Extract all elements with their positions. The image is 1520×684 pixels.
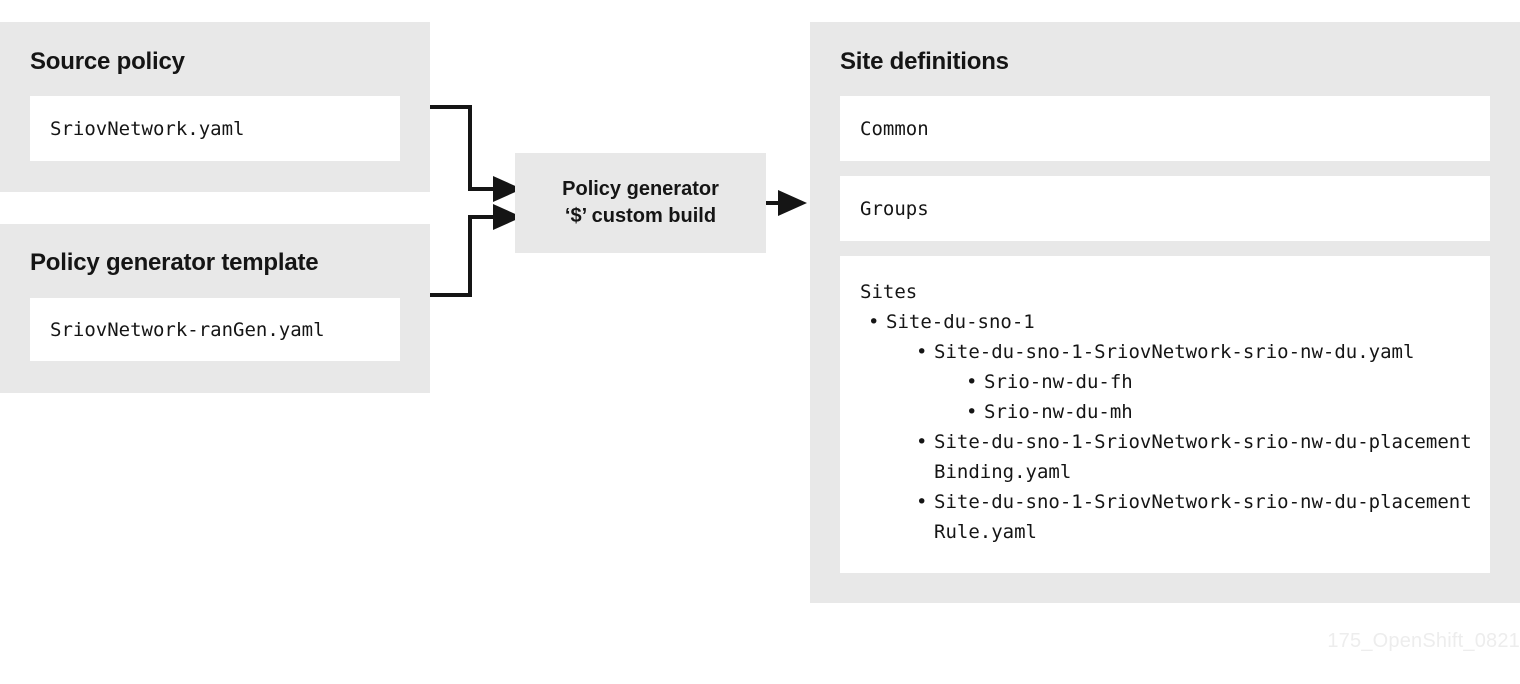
list-item: • Site-du-sno-1-SriovNetwork-srio-nw-du.… [916, 337, 1480, 427]
common-label: Common [860, 118, 929, 140]
list-item: • Srio-nw-du-mh [966, 397, 1480, 427]
list-item-label: Site-du-sno-1-SriovNetwork-srio-nw-du-pl… [934, 431, 1472, 483]
bullet-icon: • [916, 341, 928, 363]
source-policy-title: Source policy [30, 48, 185, 75]
sites-heading: Sites [860, 281, 918, 303]
connector-source-to-generator [430, 105, 495, 191]
watermark-label: 175_OpenShift_0821 [1327, 630, 1520, 652]
sites-card: Sites • Site-du-sno-1 • Site-du-sno-1-Sr… [840, 256, 1490, 573]
sites-tree: Sites • Site-du-sno-1 • Site-du-sno-1-Sr… [860, 277, 1480, 547]
source-policy-file-name: SriovNetwork.yaml [50, 118, 245, 140]
list-item: • Site-du-sno-1-SriovNetwork-srio-nw-du-… [916, 487, 1480, 547]
bullet-icon: • [868, 311, 880, 333]
bullet-icon: • [916, 491, 928, 513]
list-item-label: Site-du-sno-1-SriovNetwork-srio-nw-du-pl… [934, 491, 1472, 543]
list-item-label: Srio-nw-du-mh [984, 401, 1133, 423]
sites-level-1-list: • Site-du-sno-1 • Site-du-sno-1-SriovNet… [860, 307, 1480, 547]
groups-label: Groups [860, 198, 929, 220]
common-card: Common [840, 96, 1490, 161]
policy-generator-template-file-name: SriovNetwork-ranGen.yaml [50, 319, 325, 341]
list-item-label: Srio-nw-du-fh [984, 371, 1133, 393]
list-item: • Site-du-sno-1-SriovNetwork-srio-nw-du-… [916, 427, 1480, 487]
policy-generator-template-title: Policy generator template [30, 249, 319, 276]
bullet-icon: • [966, 401, 978, 423]
policy-generator-box: Policy generator ‘$’ custom build [515, 153, 766, 253]
list-item: • Srio-nw-du-fh [966, 367, 1480, 397]
groups-card: Groups [840, 176, 1490, 241]
site-definitions-title: Site definitions [840, 48, 1009, 75]
list-item: • Site-du-sno-1 • Site-du-sno-1-SriovNet… [868, 307, 1480, 547]
list-item-label: Site-du-sno-1 [886, 311, 1035, 333]
source-policy-file-card: SriovNetwork.yaml [30, 96, 400, 161]
connector-template-to-generator [430, 215, 495, 297]
sites-level-3-list: • Srio-nw-du-fh • Srio-nw-du-mh [934, 367, 1480, 427]
list-item-label: Site-du-sno-1-SriovNetwork-srio-nw-du.ya… [934, 341, 1415, 363]
bullet-icon: • [966, 371, 978, 393]
policy-generator-template-file-card: SriovNetwork-ranGen.yaml [30, 298, 400, 361]
sites-level-2-list: • Site-du-sno-1-SriovNetwork-srio-nw-du.… [886, 337, 1480, 547]
bullet-icon: • [916, 431, 928, 453]
policy-generator-box-label: Policy generator ‘$’ custom build [562, 178, 719, 227]
arrowhead-generator-to-sites [778, 190, 807, 216]
